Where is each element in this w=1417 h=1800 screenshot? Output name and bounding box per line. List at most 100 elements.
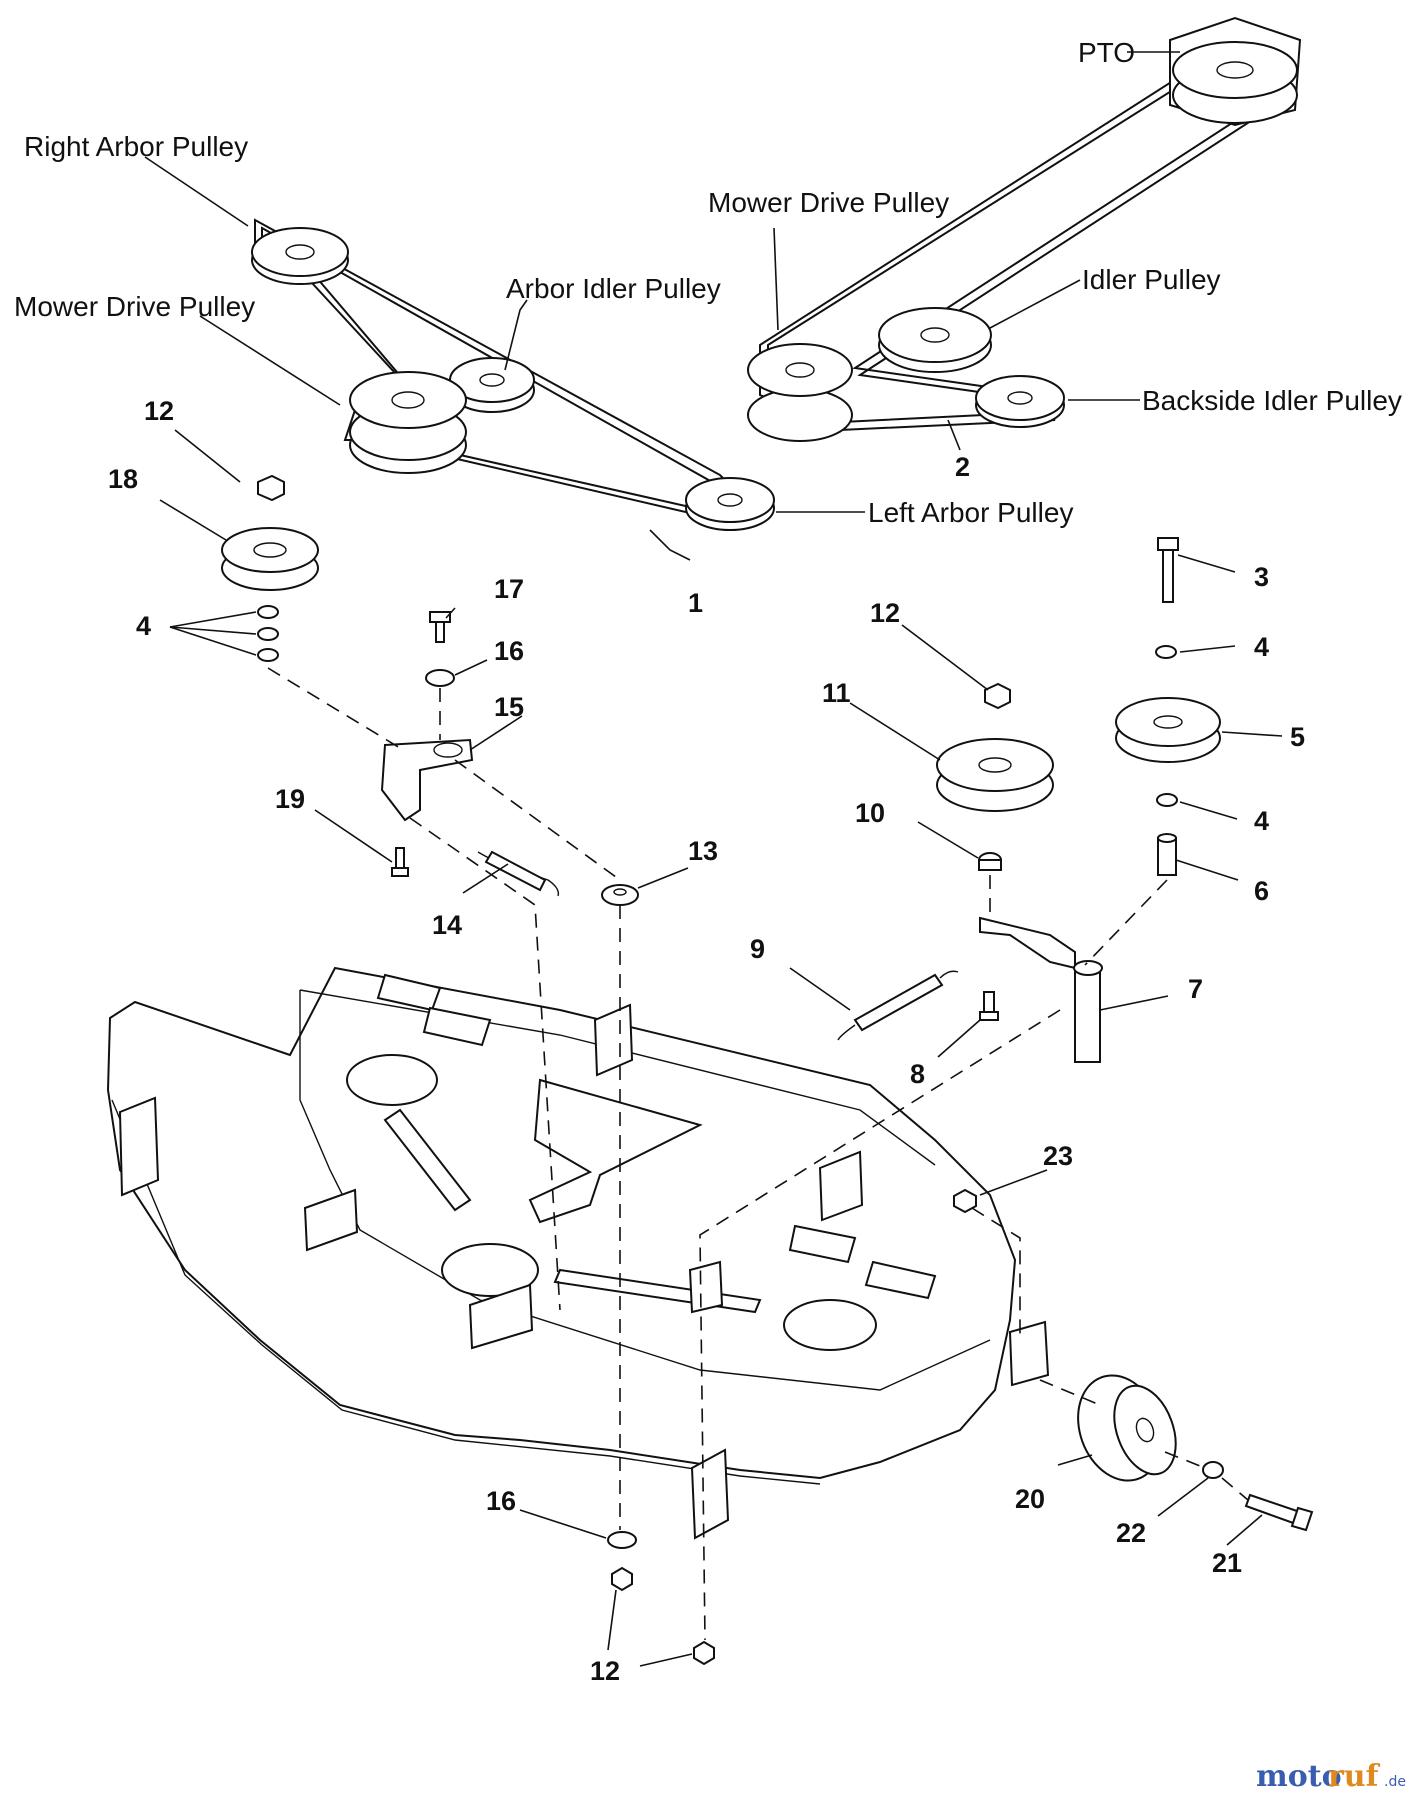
watermark-suffix: .de (1384, 1774, 1406, 1790)
spring-9 (837, 970, 959, 1041)
nut-12-bottom (693, 1640, 715, 1666)
callout-10: 10 (855, 798, 885, 828)
washer-4 (1155, 645, 1177, 659)
spindle-opening (346, 1054, 438, 1106)
deck-hanger (118, 1096, 160, 1197)
spring-14 (477, 850, 560, 897)
callout-4-upper-right: 4 (1254, 632, 1269, 662)
callout-1: 1 (688, 588, 703, 618)
deck-bracket (788, 1224, 857, 1264)
pulley-5 (1115, 697, 1221, 763)
deck-mount-bracket (303, 1188, 359, 1252)
bolt-19 (391, 847, 409, 877)
watermark-logo: moto ruf .de (1256, 1759, 1406, 1794)
right-arbor-pulley (251, 227, 349, 285)
callout-17: 17 (494, 574, 524, 604)
washer-16-lower (607, 1531, 637, 1549)
callout-6: 6 (1254, 876, 1269, 906)
wheel-20 (1077, 1374, 1177, 1482)
label-mower-drive-pulley-left: Mower Drive Pulley (14, 291, 255, 322)
bolt-17 (429, 611, 451, 643)
callout-4-lower-right: 4 (1254, 806, 1269, 836)
spacer-13 (601, 884, 639, 906)
deck-mount-bracket (593, 1003, 634, 1077)
callout-4-left: 4 (136, 611, 151, 641)
label-mower-drive-pulley-right: Mower Drive Pulley (708, 187, 949, 218)
callout-16-lower: 16 (486, 1486, 516, 1516)
washer-22 (1202, 1461, 1224, 1479)
deck-mount-bracket (818, 1150, 864, 1222)
idler-pulley-18 (221, 527, 319, 591)
callout-21: 21 (1212, 1548, 1242, 1578)
watermark-part2: ruf (1328, 1759, 1381, 1794)
washer-16 (425, 669, 455, 687)
callout-13: 13 (688, 836, 718, 866)
callout-numbers: 1 2 3 4 4 4 5 6 7 8 9 10 11 12 12 12 12 … (108, 396, 1305, 1686)
leader-lines (144, 51, 1283, 1667)
label-right-arbor-pulley: Right Arbor Pulley (24, 131, 248, 162)
arbor-idler-pulley (449, 357, 535, 413)
callout-12-bottom: 12 (590, 1656, 620, 1686)
callout-5: 5 (1290, 722, 1305, 752)
deck-bracket (864, 1260, 937, 1300)
callout-8: 8 (910, 1059, 925, 1089)
assembly-lines (267, 667, 1249, 1641)
label-left-arbor-pulley: Left Arbor Pulley (868, 497, 1073, 528)
callout-12-right: 12 (870, 598, 900, 628)
spacer-10 (978, 852, 1002, 871)
nut-12-right (984, 682, 1011, 710)
nut-12-lower (611, 1566, 633, 1592)
mower-drive-pulley-left-part (349, 371, 467, 474)
deck-bracket (422, 1006, 492, 1047)
pto-clutch (1169, 16, 1302, 127)
deck-mount-bracket (688, 1260, 724, 1314)
bolt-8 (979, 991, 999, 1021)
washer-4 (257, 605, 279, 619)
label-pto: PTO (1078, 37, 1135, 68)
part-name-labels: PTO Right Arbor Pulley Mower Drive Pulle… (14, 37, 1402, 528)
spacer-6 (1157, 833, 1177, 876)
idler-pulley-part (878, 307, 992, 373)
label-idler-pulley: Idler Pulley (1082, 264, 1221, 295)
callout-14: 14 (432, 910, 462, 940)
backside-idler-pulley-part (975, 375, 1065, 428)
spindle-opening (441, 1243, 539, 1297)
pulley-11 (936, 738, 1054, 812)
baffle (383, 1108, 472, 1212)
wheel-bracket (1008, 1320, 1050, 1387)
callout-9: 9 (750, 934, 765, 964)
washer-4 (1156, 793, 1178, 807)
watermark-part1: moto (1256, 1759, 1342, 1794)
left-arbor-pulley-part (685, 477, 775, 531)
callout-12-left: 12 (144, 396, 174, 426)
callout-18: 18 (108, 464, 138, 494)
bolt-21 (1244, 1493, 1314, 1532)
bolt-3 (1157, 537, 1179, 603)
callout-3: 3 (1254, 562, 1269, 592)
spindle-opening (783, 1299, 877, 1351)
deck-mount-bracket (468, 1283, 534, 1350)
mower-deck (106, 966, 1050, 1540)
callout-11: 11 (822, 678, 851, 708)
center-plate (528, 1078, 703, 1224)
nut-23 (953, 1188, 977, 1214)
callout-19: 19 (275, 784, 305, 814)
callout-15: 15 (494, 692, 524, 722)
callout-7: 7 (1188, 974, 1203, 1004)
callout-22: 22 (1116, 1518, 1146, 1548)
nut-12-left (257, 474, 285, 502)
mower-drive-pulley-right-part (747, 343, 853, 442)
washer-4 (257, 648, 279, 662)
callout-20: 20 (1015, 1484, 1045, 1514)
idler-arm-7 (979, 916, 1103, 1063)
callout-23: 23 (1043, 1141, 1073, 1171)
idler-arm-15 (380, 738, 474, 822)
callout-16-upper: 16 (494, 636, 524, 666)
callout-2: 2 (955, 452, 970, 482)
label-arbor-idler-pulley: Arbor Idler Pulley (506, 273, 721, 304)
washer-4 (257, 627, 279, 641)
deck-hanger (690, 1448, 730, 1540)
label-backside-idler-pulley: Backside Idler Pulley (1142, 385, 1402, 416)
